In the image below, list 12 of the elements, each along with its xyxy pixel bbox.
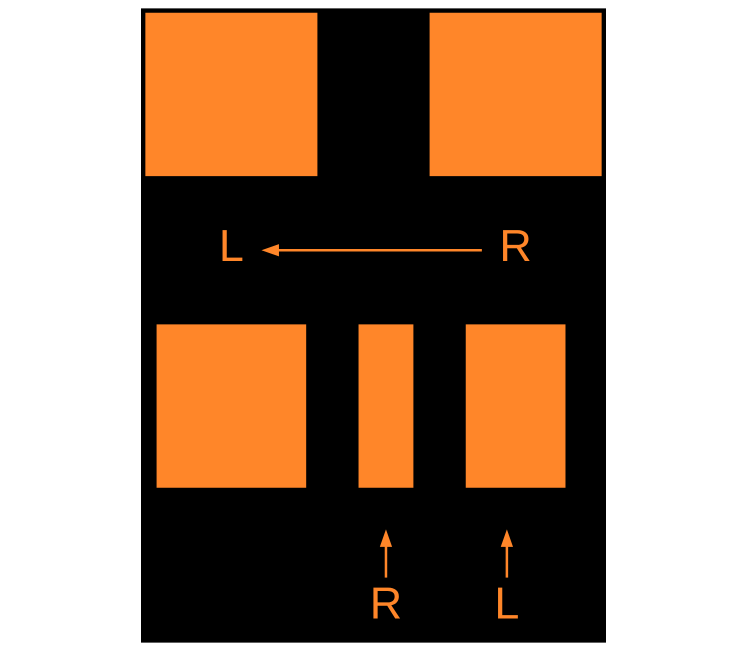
node-text: L: [494, 578, 520, 629]
node-box: [358, 324, 414, 488]
node-box: [156, 324, 306, 488]
node-text: L: [218, 220, 244, 272]
arrow: [500, 529, 514, 578]
arrow: [380, 529, 392, 578]
node-text: R: [370, 578, 402, 629]
node-box: [145, 12, 318, 176]
node-box: [430, 12, 602, 176]
node-text: R: [499, 220, 532, 272]
node-box: [466, 324, 566, 488]
arrow: [261, 244, 482, 256]
